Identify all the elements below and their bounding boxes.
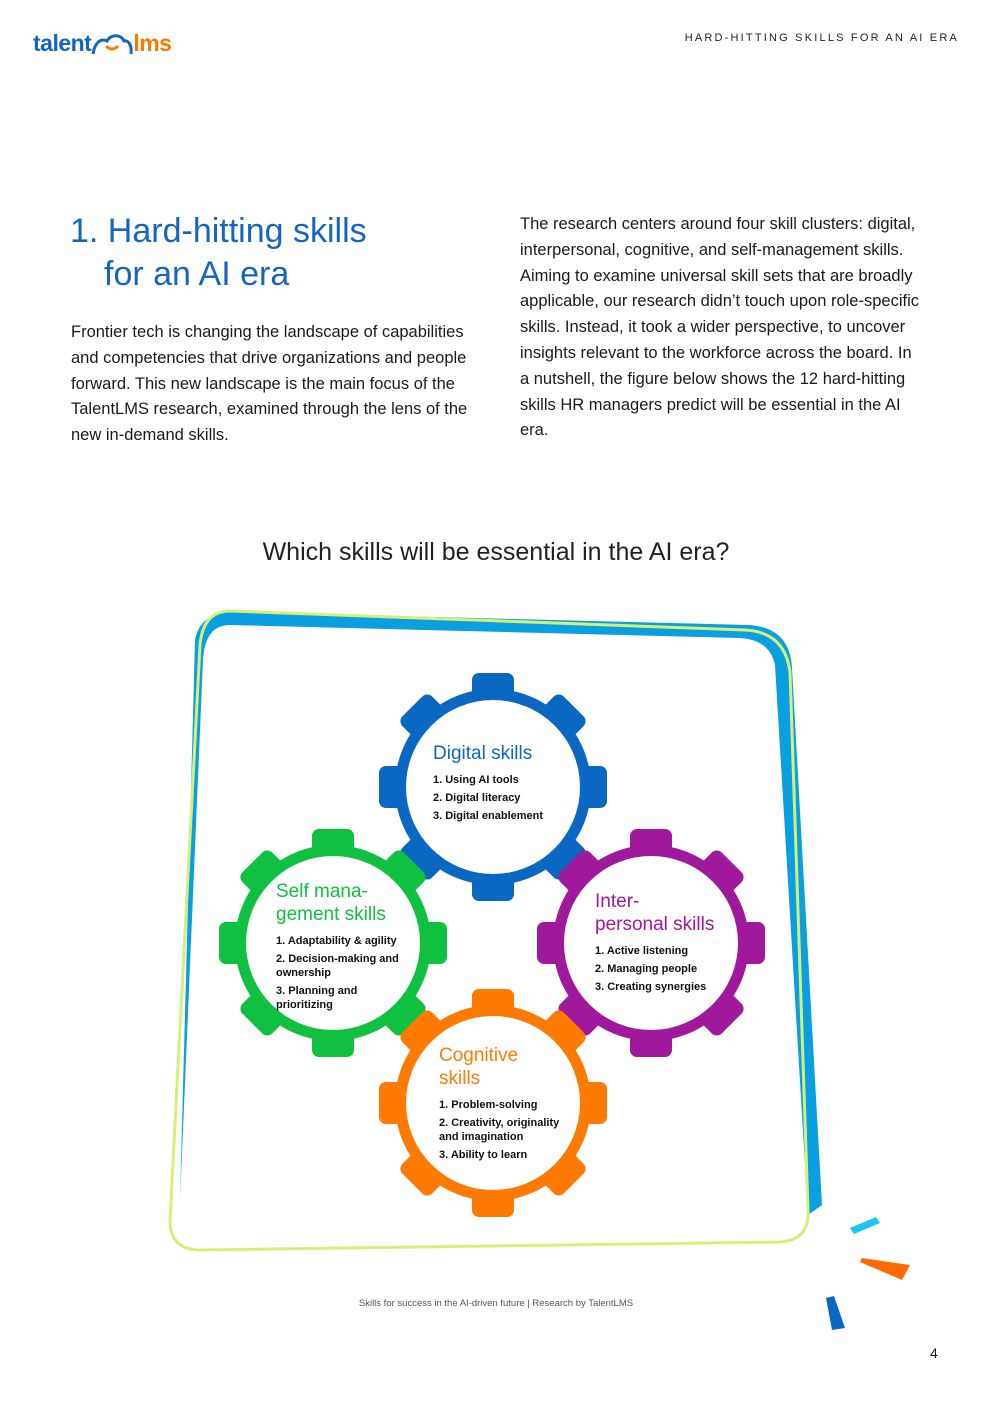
skill-item: 2. Creativity, originality and imaginati… xyxy=(439,1117,560,1143)
intro-paragraph: Frontier tech is changing the landscape … xyxy=(71,323,468,445)
title-line-1: 1. Hard-hitting skills xyxy=(70,212,367,250)
running-title: HARD-HITTING SKILLS FOR AN AI ERA xyxy=(684,32,959,44)
research-paragraph: The research centers around four skill c… xyxy=(520,215,919,440)
talentlms-logo: talent lms xyxy=(33,30,172,57)
skill-item: 2. Decision-making and ownership xyxy=(276,953,399,979)
skill-item: 1. Using AI tools xyxy=(433,774,519,786)
skill-item: 1. Problem-solving xyxy=(439,1099,538,1111)
skill-item: 3. Planning and prioritizing xyxy=(276,985,358,1011)
cluster-interpersonal: Inter-personal skills 1. Active listenin… xyxy=(595,890,735,998)
gear-center xyxy=(246,856,420,1030)
gear-digital-icon xyxy=(379,673,607,901)
skill-item: 1. Active listening xyxy=(595,945,689,957)
skill-item: 3. Creating synergies xyxy=(595,981,707,993)
cluster-self-management: Self mana-gement skills 1. Adaptability … xyxy=(276,880,411,1016)
cluster-title-line: skills xyxy=(439,1068,481,1089)
gear-center xyxy=(406,700,580,874)
gear-center xyxy=(406,1016,580,1190)
gear-interpersonal-icon xyxy=(537,829,765,1057)
gear-center xyxy=(564,856,738,1030)
cluster-digital: Digital skills 1. Using AI tools 2. Digit… xyxy=(433,742,543,827)
cluster-title-line: Inter- xyxy=(595,891,640,912)
skill-item: 3. Ability to learn xyxy=(439,1149,528,1161)
page-number: 4 xyxy=(930,1345,938,1361)
accent-dash-cyan xyxy=(850,1217,880,1234)
footer-text: Skills for success in the AI-driven futu… xyxy=(358,1298,634,1309)
gear-self-management-icon xyxy=(219,829,447,1057)
logo-text-left: talent xyxy=(33,30,92,56)
cluster-title-line: gement skills xyxy=(276,904,386,925)
skill-item: 1. Adaptability & agility xyxy=(276,935,397,947)
skill-item: 2. Digital literacy xyxy=(433,792,521,804)
section-title: 1. Hard-hitting skills for an AI era xyxy=(70,210,367,296)
figure-title: Which skills will be essential in the AI… xyxy=(262,538,730,566)
skill-item: 2. Managing people xyxy=(595,963,698,975)
title-line-2: for an AI era xyxy=(104,255,290,293)
cluster-title-line: Self mana- xyxy=(276,881,368,902)
cluster-title-line: personal skills xyxy=(595,914,715,935)
skill-item: 3. Digital enablement xyxy=(433,810,544,822)
logo-text-right: lms xyxy=(133,30,172,56)
accent-dash-blue xyxy=(826,1296,845,1330)
cluster-title: Digital skills xyxy=(433,743,533,764)
gear-cognitive-icon xyxy=(379,989,607,1217)
cluster-title-line: Cognitive xyxy=(439,1045,519,1066)
accent-dash-orange xyxy=(860,1258,910,1280)
cloud-logo-icon xyxy=(91,33,134,54)
frame-border xyxy=(168,609,810,1252)
